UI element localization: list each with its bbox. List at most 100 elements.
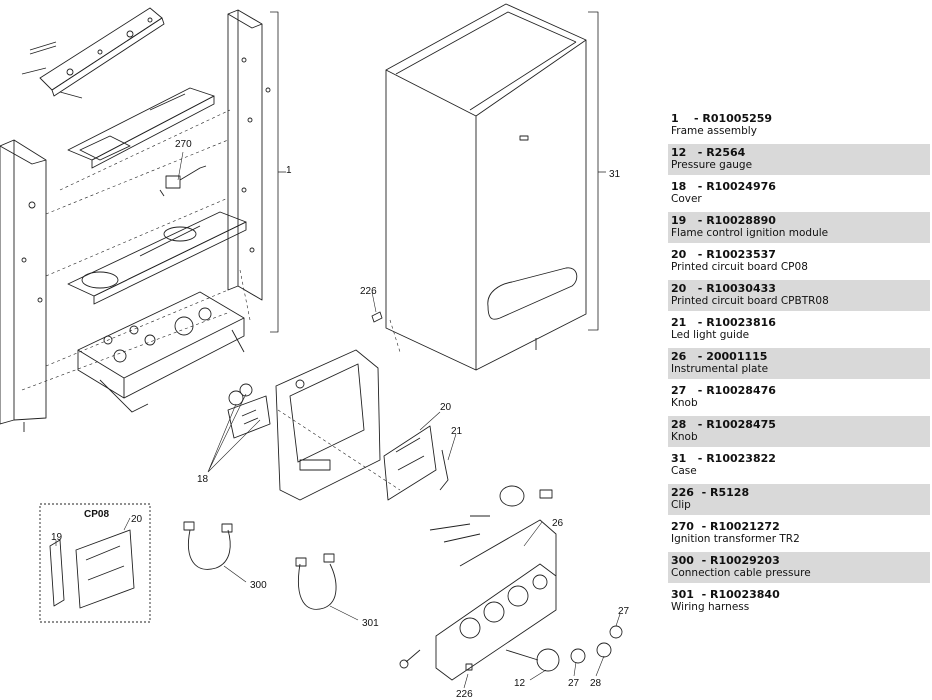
callout-18: 18	[197, 474, 209, 485]
part-number-code: 19 - R10028890	[671, 214, 927, 227]
part-separator: -	[693, 486, 711, 499]
part-code: R10024976	[706, 180, 776, 193]
part-separator: -	[686, 248, 707, 261]
part-number-code: 28 - R10028475	[671, 418, 927, 431]
part-number: 301	[671, 588, 694, 601]
part-code: R10023537	[706, 248, 776, 261]
ignition-transformer	[159, 165, 207, 197]
part-description: Pressure gauge	[671, 159, 753, 171]
callout-21: 21	[451, 426, 463, 437]
part-number: 20	[671, 248, 687, 261]
part-code: R10028476	[706, 384, 776, 397]
instrumental-plate	[399, 519, 557, 681]
part-description: Flame control ignition module	[671, 227, 829, 239]
part-separator: -	[686, 282, 707, 295]
part-number: 300	[671, 554, 694, 567]
cover-with-knobs	[227, 383, 271, 439]
part-separator: -	[686, 418, 707, 431]
pressure-gauge-assembly	[465, 625, 623, 672]
part-description: Cover	[671, 193, 702, 205]
callout-20-box: 20	[131, 514, 143, 525]
part-description: Knob	[671, 397, 698, 409]
exploded-parts-diagram: 1 31 270 226 20 21 18 20 19 300 301 26 2…	[0, 3, 630, 700]
bottom-plate	[77, 291, 245, 413]
part-separator: -	[693, 554, 711, 567]
part-separator: -	[693, 588, 711, 601]
right-frame-rail	[227, 9, 271, 301]
callout-12: 12	[514, 678, 526, 689]
part-description: Frame assembly	[671, 125, 757, 137]
part-number-code: 12 - R2564	[671, 146, 927, 159]
callout-301: 301	[362, 618, 379, 629]
knob-parts	[429, 485, 553, 543]
part-code: R01005259	[702, 112, 773, 125]
cable-301	[295, 553, 337, 610]
part-separator: -	[686, 384, 707, 397]
part-number-code: 1 - R01005259	[671, 112, 927, 125]
led-light-guide	[439, 449, 449, 491]
part-code: R10028890	[706, 214, 776, 227]
part-code: R10029203	[710, 554, 780, 567]
callout-270: 270	[175, 139, 192, 150]
callout-31: 31	[609, 169, 621, 180]
part-code: 20001115	[706, 350, 768, 363]
part-code: R10023816	[706, 316, 776, 329]
part-description: Clip	[671, 499, 691, 511]
part-description: Ignition transformer TR2	[671, 533, 800, 545]
callout-300: 300	[250, 580, 267, 591]
part-number-code: 20 - R10023537	[671, 248, 927, 261]
callout-19: 19	[51, 532, 63, 543]
part-separator: -	[686, 350, 707, 363]
callout-28: 28	[590, 678, 602, 689]
part-code: R10030433	[706, 282, 776, 295]
part-separator: -	[686, 316, 707, 329]
part-number: 226	[671, 486, 694, 499]
part-separator: -	[686, 146, 707, 159]
part-number: 26	[671, 350, 687, 363]
callout-1: 1	[286, 165, 292, 176]
printed-circuit-board	[383, 425, 437, 501]
callout-27-bottom: 27	[568, 678, 580, 689]
cable-300	[183, 521, 233, 570]
alignment-lines	[21, 109, 401, 491]
part-number-code: 226 - R5128	[671, 486, 927, 499]
cp08-board	[49, 529, 135, 609]
part-number: 1	[671, 112, 679, 125]
part-number-code: 27 - R10028476	[671, 384, 927, 397]
callout-226-bottom: 226	[456, 689, 473, 700]
part-number: 12	[671, 146, 687, 159]
part-description: Led light guide	[671, 329, 750, 341]
callout-27-right: 27	[618, 606, 630, 617]
part-description: Printed circuit board CP08	[671, 261, 808, 273]
inset-label-cp08: CP08	[84, 509, 109, 520]
boiler-case	[385, 3, 587, 371]
callout-226-top: 226	[360, 286, 377, 297]
part-number-code: 270 - R10021272	[671, 520, 927, 533]
part-number-code: 300 - R10029203	[671, 554, 927, 567]
part-description: Wiring harness	[671, 601, 750, 613]
control-box	[275, 349, 381, 501]
part-code: R10021272	[710, 520, 780, 533]
callout-26: 26	[552, 518, 564, 529]
leader-lines	[55, 151, 621, 689]
part-description: Knob	[671, 431, 698, 443]
part-number: 18	[671, 180, 687, 193]
part-number-code: 31 - R10023822	[671, 452, 927, 465]
part-code: R5128	[710, 486, 750, 499]
part-description: Case	[671, 465, 697, 477]
middle-crossbar	[67, 211, 247, 305]
part-number: 31	[671, 452, 687, 465]
part-description: Instrumental plate	[671, 363, 769, 375]
